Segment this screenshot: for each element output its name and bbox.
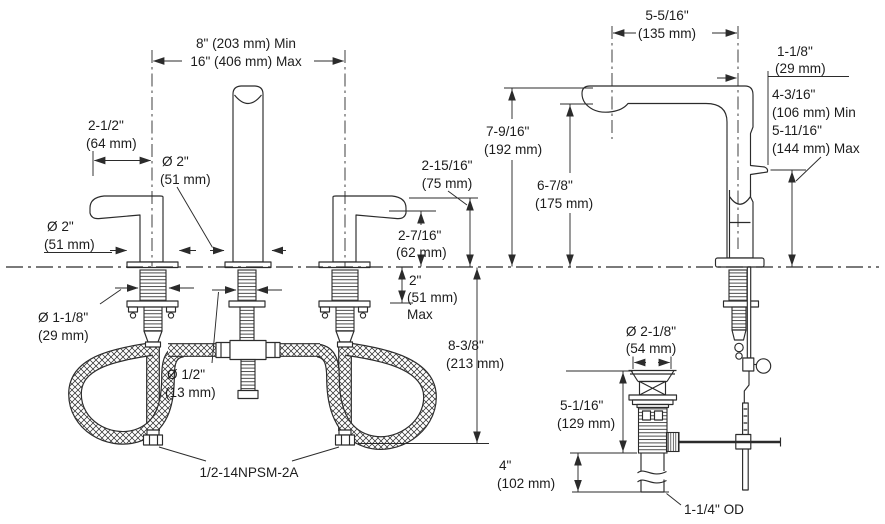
label-spout-base-dia-mm: (51 mm) xyxy=(160,172,211,187)
label-grip-height-mm: (62 mm) xyxy=(396,245,447,260)
label-handle-projection-mm: (64 mm) xyxy=(86,136,137,151)
label-grip-height-in: 2-7/16" xyxy=(398,228,442,243)
left-handle-base-flange xyxy=(126,261,179,269)
supply-hoses xyxy=(68,342,437,450)
label-clearance-max-mm: (144 mm) Max xyxy=(772,141,860,156)
label-under-counter-in: 8-3/8" xyxy=(448,338,484,353)
label-deck-thickness-in: 2" xyxy=(409,273,422,288)
label-rear-clearance-mm: (29 mm) xyxy=(775,61,826,76)
right-supply-assembly xyxy=(318,269,371,446)
drain-flange xyxy=(628,394,678,401)
label-shank-thread: 1/2-14NPSM-2A xyxy=(200,465,300,480)
label-overall-height-mm: (192 mm) xyxy=(484,142,542,157)
front-view-dimensions xyxy=(44,57,489,462)
labels: 8" (203 mm) Min 16" (406 mm) Max 2-1/2" … xyxy=(38,8,860,517)
center-shank-assembly xyxy=(215,269,281,400)
right-hose-loop xyxy=(316,342,437,450)
label-spread-max: 16" (406 mm) Max xyxy=(190,54,302,69)
side-view-body xyxy=(581,85,769,259)
label-clearance-max-in: 5-11/16" xyxy=(772,123,822,138)
label-tailpiece-mm: (102 mm) xyxy=(497,476,555,491)
label-outlet-height-mm: (175 mm) xyxy=(535,196,593,211)
label-tailpiece-in: 4" xyxy=(499,458,512,473)
label-deck-thickness-mm: (51 mm) xyxy=(407,290,458,305)
lift-rod-assembly xyxy=(678,266,782,491)
label-spout-reach-in: 5-5/16" xyxy=(645,8,689,23)
side-view-base-flange xyxy=(714,257,765,268)
left-handle xyxy=(89,195,164,263)
spout-outlet-curve xyxy=(234,94,262,105)
label-spout-reach-mm: (135 mm) xyxy=(638,26,696,41)
side-view-faucet xyxy=(581,85,769,268)
pivot-nut xyxy=(665,431,680,453)
lift-rod-knob xyxy=(755,358,772,374)
label-overall-height-in: 7-9/16" xyxy=(486,124,530,139)
front-view-faucet xyxy=(89,85,407,269)
side-view-dimensions xyxy=(504,29,849,267)
label-drain-flange-in: Ø 2-1/8" xyxy=(626,324,676,339)
label-shank-dia-in: Ø 1-1/8" xyxy=(38,310,88,325)
left-hose-loop xyxy=(68,342,185,445)
drain-assembly xyxy=(628,369,680,493)
label-handle-height-mm: (75 mm) xyxy=(422,176,473,191)
label-hose-dia-mm: (13 mm) xyxy=(165,385,216,400)
label-handle-base-dia-in: Ø 2" xyxy=(47,219,74,234)
label-spout-base-dia-in: Ø 2" xyxy=(162,154,189,169)
label-tailpiece-od: 1-1/4" OD xyxy=(684,502,744,517)
drain-dimensions xyxy=(566,356,682,506)
label-rear-clearance-in: 1-1/8" xyxy=(777,44,813,59)
centerlines xyxy=(151,26,739,267)
label-handle-base-dia-mm: (51 mm) xyxy=(44,237,95,252)
side-view-cartridge-lines xyxy=(728,190,752,258)
label-spread-min: 8" (203 mm) Min xyxy=(196,36,296,51)
drain-tailpiece xyxy=(637,453,667,493)
label-handle-height-in: 2-15/16" xyxy=(422,158,473,173)
label-handle-projection-in: 2-1/2" xyxy=(88,118,124,133)
label-shank-dia-mm: (29 mm) xyxy=(38,328,89,343)
left-supply-assembly xyxy=(126,269,179,446)
label-drain-body-mm: (129 mm) xyxy=(557,416,615,431)
label-deck-thickness-max: Max xyxy=(407,307,433,322)
label-hose-dia-in: Ø 1/2" xyxy=(167,367,205,382)
label-clearance-min-in: 4-3/16" xyxy=(772,87,816,102)
label-under-counter-mm: (213 mm) xyxy=(446,356,504,371)
side-view-undercounter xyxy=(722,269,760,360)
label-drain-body-in: 5-1/16" xyxy=(560,398,604,413)
label-outlet-height-in: 6-7/8" xyxy=(537,178,573,193)
spout xyxy=(232,85,264,263)
drain-stopper xyxy=(628,369,677,383)
label-drain-flange-mm: (54 mm) xyxy=(626,341,677,356)
right-handle xyxy=(332,195,407,263)
label-clearance-min-mm: (106 mm) Min xyxy=(772,105,856,120)
